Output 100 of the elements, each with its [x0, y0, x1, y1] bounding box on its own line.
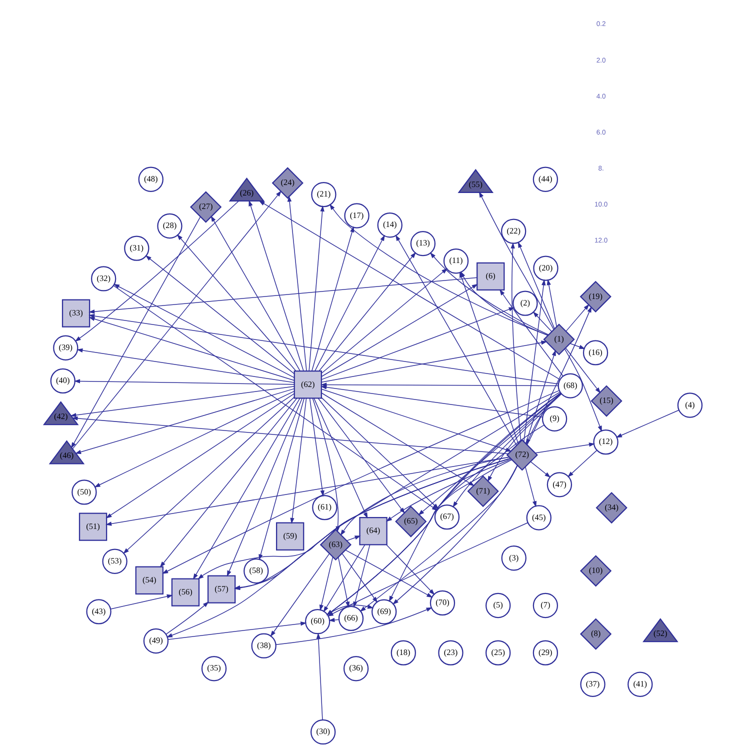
node-circle: (38)	[250, 633, 276, 658]
node-circle: (61)	[312, 494, 337, 520]
arrow	[388, 392, 560, 602]
arrow	[564, 348, 600, 394]
arrow	[105, 456, 509, 526]
arrow	[110, 594, 172, 610]
node-circle: (5)	[485, 592, 510, 618]
node-circle: (21)	[310, 182, 336, 208]
arrow	[569, 343, 585, 349]
arrow	[517, 242, 554, 330]
node-circle: (58)	[243, 558, 268, 584]
arrow	[486, 394, 562, 482]
arrow	[258, 200, 560, 380]
node-circle: (50)	[71, 480, 96, 505]
node-circle: (9)	[541, 406, 567, 432]
node-box: (33)	[61, 299, 90, 328]
node-circle: (36)	[342, 656, 368, 682]
node-circle: (12)	[592, 429, 618, 455]
arrow	[340, 456, 510, 536]
arrow	[352, 544, 370, 608]
arrow	[359, 465, 518, 612]
node-circle: (40)	[50, 368, 75, 394]
node-circle: (4)	[676, 392, 702, 418]
arrow	[510, 242, 521, 442]
node-circle: (35)	[200, 656, 226, 682]
node-circle: (37)	[580, 672, 605, 697]
arrow	[524, 466, 536, 508]
arrow	[176, 234, 296, 372]
arrow	[328, 618, 339, 622]
node-box: (57)	[206, 575, 236, 604]
node-circle: (30)	[310, 719, 336, 745]
arrow	[320, 268, 448, 374]
node-box: (62)	[293, 370, 322, 399]
arrow	[316, 632, 322, 720]
arrow	[258, 398, 304, 560]
arrow	[76, 348, 294, 383]
arrow	[498, 289, 563, 377]
arrow	[70, 386, 294, 418]
node-circle: (23)	[438, 640, 463, 666]
arrow	[314, 234, 384, 372]
arrow	[88, 316, 294, 381]
node-box: (64)	[358, 517, 387, 546]
node-circle: (31)	[124, 236, 149, 261]
node-circle: (60)	[304, 609, 330, 634]
node-circle: (25)	[485, 640, 510, 666]
node-circle: (32)	[90, 266, 116, 292]
arrow	[386, 544, 434, 595]
node-circle: (48)	[138, 166, 163, 192]
arrow	[320, 284, 478, 377]
arrow	[88, 314, 558, 384]
arrow	[318, 556, 333, 611]
arrow	[320, 385, 542, 418]
arrow	[530, 461, 550, 478]
node-circle: (68)	[557, 373, 582, 398]
node-circle: (2)	[512, 290, 538, 316]
arrow	[394, 234, 516, 446]
node-diamond: (34)	[595, 492, 627, 524]
arrow	[452, 393, 561, 508]
node-circle: (7)	[532, 592, 558, 618]
arrow	[565, 304, 589, 332]
arrow	[74, 200, 238, 342]
node-circle: (69)	[371, 599, 396, 624]
node-circle: (66)	[338, 606, 364, 632]
arrow	[328, 204, 548, 336]
arrow	[308, 398, 324, 496]
node-diamond: (8)	[579, 618, 612, 650]
arrow	[192, 398, 300, 580]
node-box: (54)	[134, 566, 163, 594]
arrow	[226, 398, 302, 577]
arrow	[534, 442, 595, 454]
arrow	[546, 279, 557, 328]
node-circle: (41)	[627, 672, 652, 697]
arrow	[167, 622, 306, 640]
node-circle: (53)	[102, 548, 127, 574]
arrow	[112, 284, 294, 378]
node-circle: (29)	[532, 640, 558, 666]
arrow	[162, 390, 559, 574]
arrow	[72, 190, 281, 450]
arrow	[346, 536, 360, 542]
arrow	[567, 450, 597, 478]
arrow	[122, 396, 294, 554]
arrow	[326, 604, 374, 615]
arrow	[197, 458, 510, 580]
arrow	[392, 464, 518, 605]
arrow	[320, 307, 514, 380]
node-circle: (17)	[344, 203, 369, 228]
arrow	[344, 550, 432, 598]
node-box: (56)	[170, 578, 200, 606]
arrow	[290, 398, 306, 524]
node-circle: (20)	[532, 256, 558, 281]
arrow	[144, 255, 294, 374]
arrow	[286, 196, 306, 372]
arrow	[532, 312, 552, 332]
node-circle: (49)	[142, 628, 168, 654]
node-circle: (22)	[500, 218, 526, 244]
arrow	[341, 553, 378, 603]
arrow	[94, 390, 294, 488]
node-circle: (11)	[442, 248, 468, 274]
node-circle: (13)	[410, 231, 436, 256]
node-circle: (45)	[526, 505, 551, 530]
